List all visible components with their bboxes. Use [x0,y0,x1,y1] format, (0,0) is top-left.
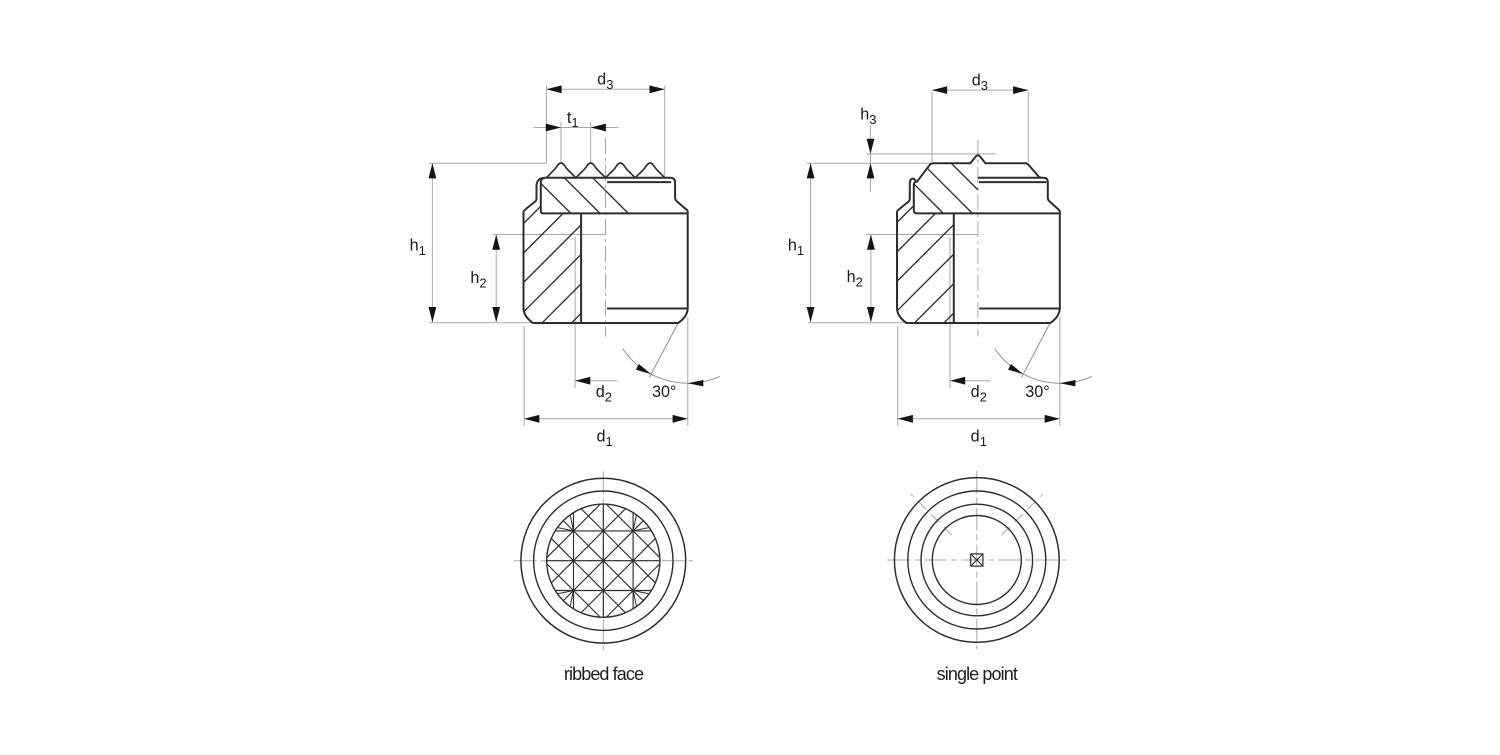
svg-text:d3: d3 [597,71,613,92]
svg-text:h2: h2 [847,268,863,289]
svg-text:d1: d1 [596,428,612,449]
svg-text:ribbed face: ribbed face [564,664,644,684]
svg-text:h3: h3 [860,106,876,127]
svg-text:30°: 30° [1025,383,1049,401]
svg-text:h1: h1 [410,237,426,258]
svg-text:d1: d1 [971,428,987,449]
svg-text:d2: d2 [971,383,987,404]
svg-text:t1: t1 [567,109,579,130]
svg-text:d2: d2 [596,383,612,404]
svg-text:single point: single point [937,664,1018,684]
svg-text:h1: h1 [788,237,804,258]
svg-text:30°: 30° [652,383,676,401]
svg-text:d3: d3 [972,72,988,93]
svg-text:h2: h2 [470,269,486,290]
